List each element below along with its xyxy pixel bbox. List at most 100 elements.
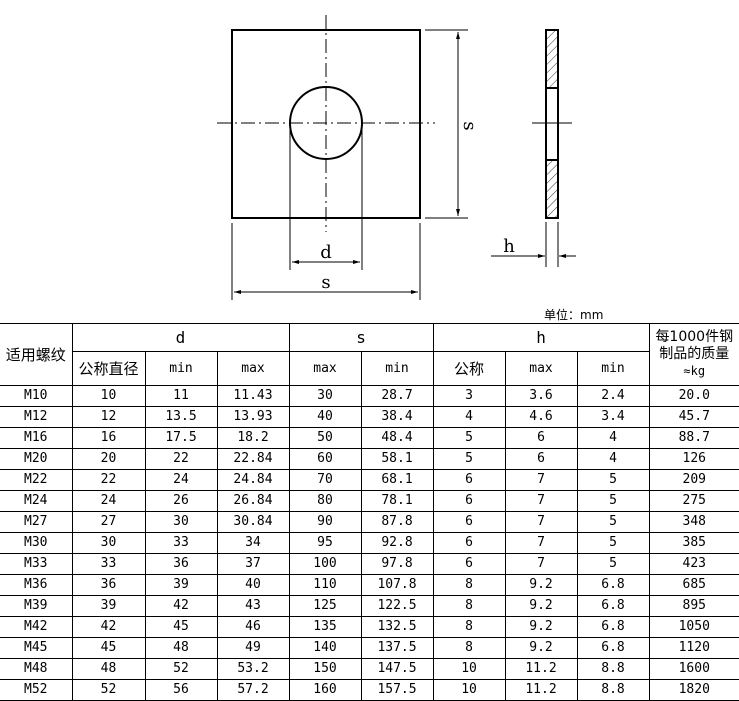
header-mass-line3: ≈kg	[683, 364, 706, 378]
cell-d-nom: 16	[71, 427, 146, 449]
cell-d-min: 45	[144, 616, 218, 638]
header-d-min: min	[144, 351, 218, 386]
cell-s-max: 40	[288, 406, 362, 428]
cell-h-nom: 6	[432, 532, 506, 554]
cell-d-max: 49	[216, 637, 290, 659]
cell-d-min: 52	[144, 658, 218, 680]
cell-s-min: 78.1	[360, 490, 434, 512]
header-h-min: min	[576, 351, 650, 386]
cell-d-nom: 30	[71, 532, 146, 554]
cell-h-min: 6.8	[576, 595, 650, 617]
header-h-max: max	[504, 351, 578, 386]
cell-h-max: 7	[504, 490, 578, 512]
cell-s-max: 60	[288, 448, 362, 470]
cell-thread: M10	[0, 385, 73, 407]
cell-d-min: 48	[144, 637, 218, 659]
cell-mass: 1050	[648, 616, 739, 638]
cell-h-nom: 10	[432, 658, 506, 680]
header-mass-line1: 每1000件钢	[655, 329, 734, 345]
cell-mass: 348	[648, 511, 739, 533]
cell-h-nom: 8	[432, 595, 506, 617]
cell-s-max: 150	[288, 658, 362, 680]
cell-h-min: 5	[576, 490, 650, 512]
cell-s-min: 147.5	[360, 658, 434, 680]
cell-d-nom: 39	[71, 595, 146, 617]
cell-d-max: 24.84	[216, 469, 290, 491]
cell-d-max: 22.84	[216, 448, 290, 470]
cell-d-min: 30	[144, 511, 218, 533]
cell-mass: 423	[648, 553, 739, 575]
cell-d-max: 30.84	[216, 511, 290, 533]
cell-d-nom: 33	[71, 553, 146, 575]
cell-thread: M42	[0, 616, 73, 638]
cell-h-min: 3.4	[576, 406, 650, 428]
cell-h-max: 9.2	[504, 595, 578, 617]
cell-h-min: 8.8	[576, 658, 650, 680]
cell-d-min: 39	[144, 574, 218, 596]
cell-h-max: 4.6	[504, 406, 578, 428]
cell-thread: M22	[0, 469, 73, 491]
cell-h-min: 5	[576, 469, 650, 491]
header-d: d	[71, 323, 290, 352]
cell-s-max: 80	[288, 490, 362, 512]
cell-h-min: 5	[576, 511, 650, 533]
cell-d-max: 57.2	[216, 679, 290, 701]
cell-d-nom: 22	[71, 469, 146, 491]
cell-h-nom: 3	[432, 385, 506, 407]
cell-h-min: 5	[576, 553, 650, 575]
cell-s-max: 135	[288, 616, 362, 638]
cell-d-nom: 24	[71, 490, 146, 512]
cell-h-max: 9.2	[504, 637, 578, 659]
side-view	[491, 29, 576, 267]
cell-h-nom: 6	[432, 490, 506, 512]
cell-d-max: 37	[216, 553, 290, 575]
cell-h-min: 6.8	[576, 616, 650, 638]
cell-s-min: 48.4	[360, 427, 434, 449]
cell-h-nom: 6	[432, 553, 506, 575]
cell-d-max: 43	[216, 595, 290, 617]
header-h: h	[432, 323, 650, 352]
header-s: s	[288, 323, 434, 352]
header-row-group: 适用螺纹 d s h 每1000件钢 制品的质量 ≈kg	[0, 323, 739, 386]
washer-spec-table: 适用螺纹 d s h 每1000件钢 制品的质量 ≈kg 公称直径 min ma…	[0, 323, 739, 701]
cell-h-nom: 5	[432, 427, 506, 449]
cell-s-min: 92.8	[360, 532, 434, 554]
cell-h-max: 6	[504, 448, 578, 470]
cell-d-min: 13.5	[144, 406, 218, 428]
cell-mass: 275	[648, 490, 739, 512]
cell-mass: 20.0	[648, 385, 739, 407]
cell-thread: M30	[0, 532, 73, 554]
cell-thread: M33	[0, 553, 73, 575]
cell-d-nom: 20	[71, 448, 146, 470]
cell-s-min: 137.5	[360, 637, 434, 659]
cell-h-min: 8.8	[576, 679, 650, 701]
cell-h-max: 7	[504, 553, 578, 575]
cell-d-min: 56	[144, 679, 218, 701]
cell-d-max: 46	[216, 616, 290, 638]
dim-label-h: h	[503, 236, 515, 257]
cell-h-nom: 8	[432, 637, 506, 659]
cell-h-min: 6.8	[576, 637, 650, 659]
cell-d-min: 22	[144, 448, 218, 470]
cell-s-max: 110	[288, 574, 362, 596]
cell-s-min: 28.7	[360, 385, 434, 407]
cell-s-min: 97.8	[360, 553, 434, 575]
unit-note: 单位：mm	[544, 308, 604, 322]
cell-s-max: 95	[288, 532, 362, 554]
cell-d-min: 36	[144, 553, 218, 575]
cell-d-nom: 12	[71, 406, 146, 428]
cell-d-min: 17.5	[144, 427, 218, 449]
cell-s-max: 30	[288, 385, 362, 407]
cell-d-max: 53.2	[216, 658, 290, 680]
dim-label-d: d	[320, 242, 332, 263]
